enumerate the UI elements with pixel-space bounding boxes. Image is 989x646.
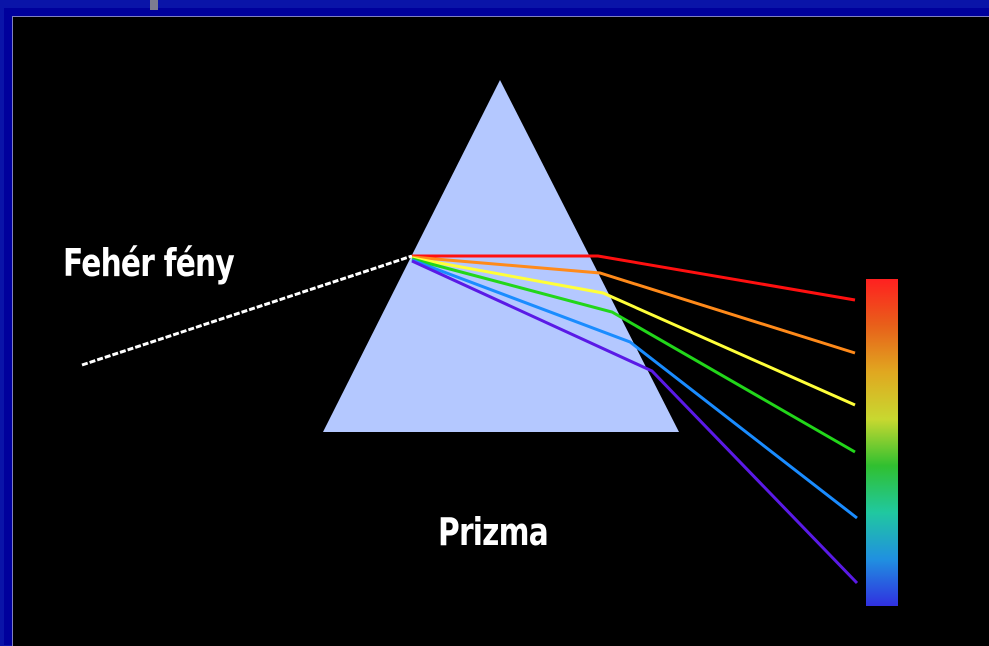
ray-1 bbox=[412, 254, 856, 302]
ray-4 bbox=[411, 257, 856, 454]
ray-3 bbox=[411, 256, 856, 407]
frame-handle bbox=[150, 0, 158, 10]
ray-2 bbox=[411, 255, 856, 355]
white-light-label: Fehér fény bbox=[63, 241, 235, 285]
white-light-ray bbox=[81, 254, 413, 367]
prism-label: Prizma bbox=[438, 510, 549, 554]
spectrum-bar bbox=[866, 279, 898, 606]
ray-5 bbox=[411, 258, 858, 520]
refracted-rays bbox=[411, 254, 859, 585]
ray-6 bbox=[411, 259, 859, 585]
